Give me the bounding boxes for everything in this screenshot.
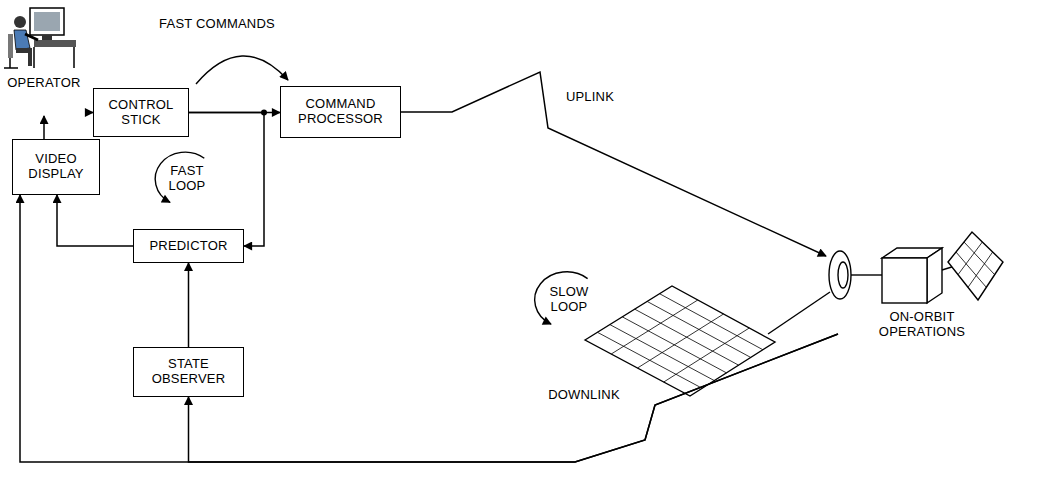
- signal-arrow: [43, 116, 45, 139]
- satellite-illustration: [585, 232, 1003, 396]
- box-label: ON-ORBIT OPERATIONS: [861, 310, 983, 340]
- box-label: VIDEO DISPLAY: [17, 152, 95, 182]
- satellite: ON-ORBIT OPERATIONS: [861, 308, 983, 348]
- signal-arrow: [189, 334, 839, 462]
- junction-dot: [261, 110, 267, 116]
- operator-icon: [4, 8, 76, 68]
- box-label: OPERATOR: [7, 76, 80, 91]
- signal-arrow: [57, 195, 133, 246]
- process-box: STATE OBSERVER: [133, 347, 244, 397]
- loop-label: FAST LOOP: [163, 164, 211, 194]
- signal-arrow: [20, 195, 838, 462]
- process-box: COMMAND PROCESSOR: [280, 86, 401, 138]
- loop-label: SLOW LOOP: [543, 285, 595, 315]
- process-box: CONTROL STICK: [93, 88, 189, 137]
- process-box: VIDEO DISPLAY: [12, 139, 100, 195]
- signal-arrow: [188, 263, 190, 347]
- operator-station: OPERATOR: [0, 4, 88, 116]
- loop-arrows: [155, 56, 587, 324]
- link-label: UPLINK: [553, 90, 627, 105]
- signal-arrow: [401, 72, 826, 256]
- box-label: COMMAND PROCESSOR: [285, 97, 396, 127]
- process-box: PREDICTOR: [133, 229, 244, 263]
- box-label: PREDICTOR: [149, 239, 227, 254]
- box-label: CONTROL STICK: [98, 98, 184, 128]
- annotation: FAST COMMANDS: [150, 17, 284, 32]
- box-label: STATE OBSERVER: [149, 357, 229, 387]
- link-label: DOWNLINK: [540, 388, 628, 403]
